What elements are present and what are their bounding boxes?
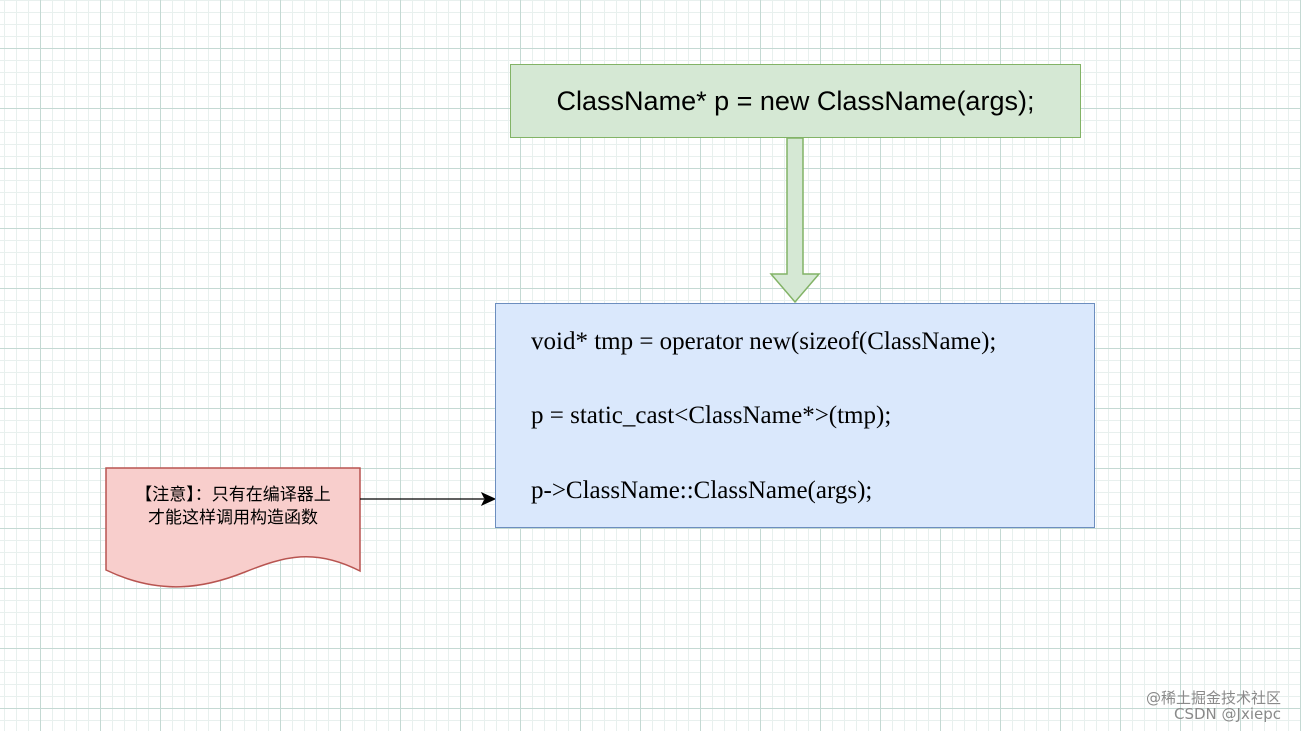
watermark: @稀土掘金技术社区 CSDN @Jxiepc xyxy=(1146,690,1281,722)
expansion-line-constructor-call: p->ClassName::ClassName(args); xyxy=(531,477,873,504)
note-document-shape xyxy=(105,467,361,588)
watermark-line-1: @稀土掘金技术社区 xyxy=(1145,689,1281,707)
new-expression-text: ClassName* p = new ClassName(args); xyxy=(556,85,1035,116)
connector-arrowhead xyxy=(480,491,497,507)
watermark-line-2: CSDN @Jxiepc xyxy=(1174,705,1281,723)
note-text: 【注意】：只有在编译器上 才能这样调用构造函数 xyxy=(106,484,360,530)
expansion-box: void* tmp = operator new(sizeof(ClassNam… xyxy=(495,303,1095,528)
expansion-line-static-cast: p = static_cast<ClassName*>(tmp); xyxy=(531,402,892,429)
note-line-1: 【注意】：只有在编译器上 xyxy=(135,485,331,505)
note-line-2: 才能这样调用构造函数 xyxy=(148,508,318,528)
new-expression-box: ClassName* p = new ClassName(args); xyxy=(510,64,1081,138)
expansion-line-operator-new: void* tmp = operator new(sizeof(ClassNam… xyxy=(531,328,997,355)
block-arrow-down xyxy=(769,137,821,304)
